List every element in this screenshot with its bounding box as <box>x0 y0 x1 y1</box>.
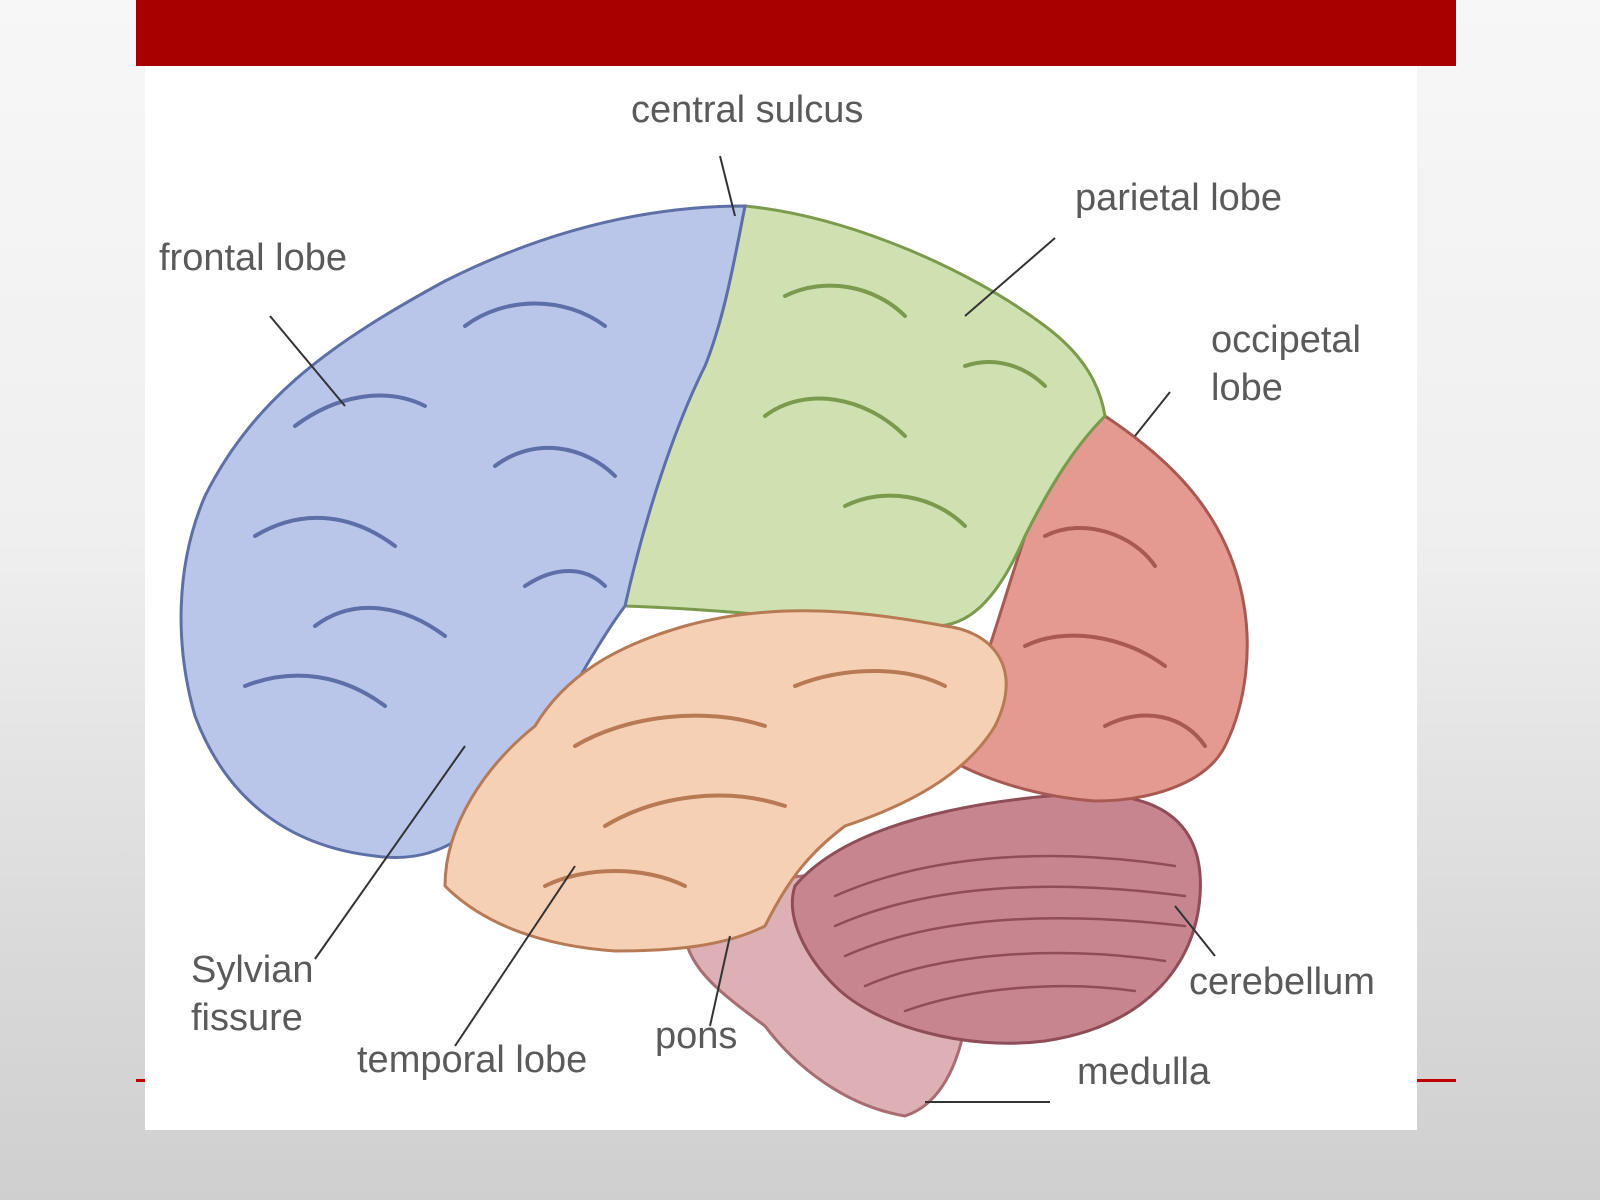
label-cerebellum: cerebellum <box>1189 961 1375 1003</box>
label-sylvian-line1: Sylvian <box>191 949 314 991</box>
label-medulla: medulla <box>1077 1051 1211 1093</box>
leader-occipetal-lobe <box>1134 391 1171 437</box>
temporal-gyri <box>543 669 947 888</box>
label-occipetal-line2: lobe <box>1211 367 1283 409</box>
leader-pons <box>709 935 731 1027</box>
label-central-sulcus: central sulcus <box>631 89 864 131</box>
brain-illustration <box>179 155 1249 1118</box>
frontal-gyri <box>243 301 617 708</box>
parietal-gyri <box>763 283 1047 528</box>
frontal-lobe-region <box>179 204 747 859</box>
leader-central-sulcus <box>719 155 736 217</box>
cerebellum-folia <box>833 854 1187 1013</box>
title-bar <box>136 0 1456 66</box>
leader-sylvian-fissure <box>314 745 466 960</box>
label-parietal-lobe: parietal lobe <box>1075 177 1283 219</box>
temporal-lobe-region <box>443 609 1008 953</box>
cerebellum-region <box>790 792 1202 1045</box>
label-occipetal-line1: occipetal <box>1211 319 1361 361</box>
leader-frontal-lobe <box>269 315 346 407</box>
label-pons: pons <box>655 1015 738 1057</box>
label-frontal-lobe: frontal lobe <box>159 237 348 279</box>
leader-parietal-lobe <box>964 237 1056 317</box>
brain-diagram-panel: central sulcus parietal lobe frontal lob… <box>145 66 1417 1130</box>
divider-rule-right <box>1416 1079 1456 1082</box>
divider-rule-left <box>136 1079 148 1082</box>
leader-temporal-lobe <box>454 865 576 1047</box>
label-temporal-lobe: temporal lobe <box>357 1039 588 1081</box>
leader-lines <box>269 155 1216 1103</box>
label-sylvian-line2: fissure <box>191 997 303 1039</box>
occipital-gyri <box>1023 526 1207 748</box>
leader-cerebellum <box>1174 905 1216 957</box>
